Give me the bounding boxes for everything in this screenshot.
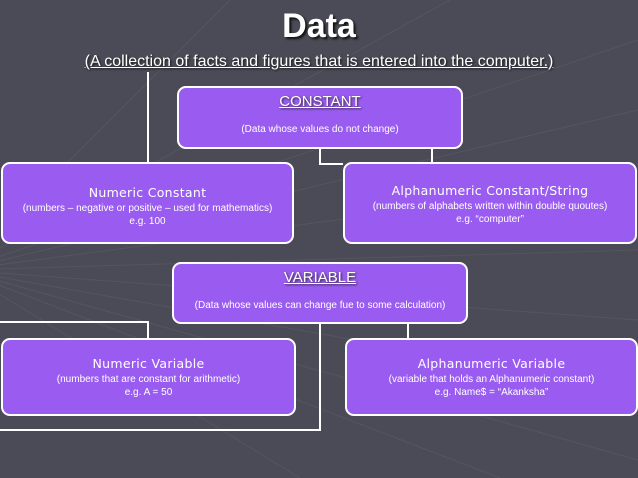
variable-box: VARIABLE (Data whose values can change f…	[172, 262, 468, 324]
constant-label: CONSTANT	[279, 93, 361, 110]
numeric-constant-label: Numeric Constant	[88, 185, 207, 200]
alphanumeric-constant-description: (numbers of alphabets written within dou…	[372, 201, 608, 212]
slide-subtitle: (A collection of facts and figures that …	[84, 53, 554, 70]
connector-variable-numeric	[0, 321, 149, 338]
numeric-variable-description: (numbers that are constant for arithmeti…	[56, 374, 241, 385]
numeric-constant-example: e.g. 100	[129, 216, 166, 227]
alphanumeric-constant-example: e.g. “computer”	[456, 214, 524, 225]
constant-box: CONSTANT (Data whose values do not chang…	[177, 86, 463, 149]
slide-title: Data	[282, 7, 356, 45]
numeric-variable-label: Numeric Variable	[92, 356, 205, 371]
numeric-constant-description: (numbers – negative or positive – used f…	[22, 203, 273, 214]
variable-description: (Data whose values can change fue to som…	[194, 300, 446, 311]
numeric-variable-box: Numeric Variable (numbers that are const…	[1, 338, 296, 416]
alphanumeric-variable-description: (variable that holds an Alphanumeric con…	[388, 374, 595, 385]
numeric-constant-box: Numeric Constant (numbers – negative or …	[1, 162, 294, 244]
constant-description: (Data whose values do not change)	[241, 124, 399, 135]
alphanumeric-variable-label: Alphanumeric Variable	[417, 356, 566, 371]
alphanumeric-constant-label: Alphanumeric Constant/String	[391, 183, 589, 198]
connector-constant-alpha	[319, 149, 343, 165]
connector-variable-bottom	[0, 324, 321, 431]
alphanumeric-variable-example: e.g. Name$ = “Akanksha”	[434, 387, 549, 398]
alphanumeric-constant-box: Alphanumeric Constant/String (numbers of…	[343, 162, 637, 244]
numeric-variable-example: e.g. A = 50	[124, 387, 173, 398]
alphanumeric-variable-box: Alphanumeric Variable (variable that hol…	[345, 338, 638, 416]
variable-label: VARIABLE	[283, 269, 357, 286]
